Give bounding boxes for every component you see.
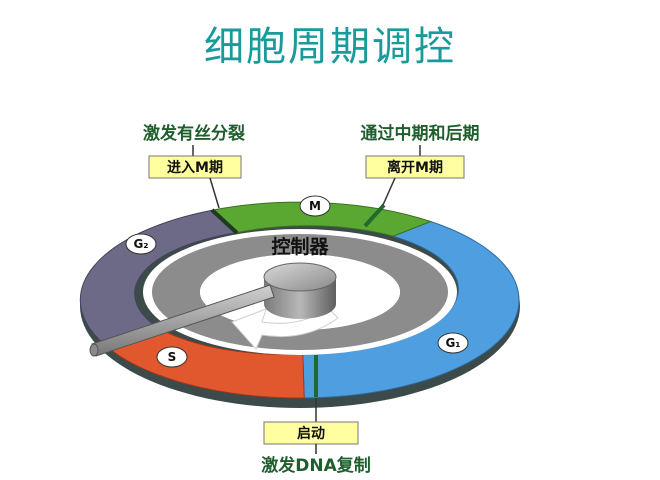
m-enter-pointer	[209, 177, 220, 209]
dna-trigger-label: 激发DNA复制	[261, 455, 371, 476]
phase-g1-label: G₁	[445, 336, 460, 350]
phase-g2-label: G₂	[133, 237, 148, 251]
checkpoint-m-exit-marker	[363, 203, 386, 228]
phase-s: S	[156, 346, 188, 368]
inner-track	[152, 234, 448, 350]
start-label: 启动	[297, 425, 325, 442]
m-enter-box	[148, 155, 242, 179]
checkpoint-g2-m-marker	[210, 208, 239, 235]
phase-s-label: S	[168, 350, 177, 364]
m-trigger-label: 激发有丝分裂	[143, 123, 245, 144]
m-leave-label: 离开M期	[387, 159, 443, 176]
controller-hub-top	[263, 262, 337, 292]
start-box	[263, 421, 359, 445]
m-pass-label: 通过中期和后期	[361, 123, 480, 144]
phase-g2: G₂	[125, 233, 157, 255]
phase-m-label: M	[309, 199, 321, 213]
g1-sector	[302, 220, 520, 399]
page-title: 细胞周期调控	[204, 24, 456, 70]
m-sector	[211, 201, 433, 237]
m-enter-label: 进入M期	[167, 160, 223, 176]
m-leave-box	[365, 155, 465, 179]
phase-m: M	[299, 195, 331, 217]
handle-tip	[89, 343, 99, 357]
controller-label: 控制器	[271, 235, 329, 258]
phase-g1: G₁	[437, 332, 469, 354]
m-leave-pointer	[382, 177, 396, 206]
